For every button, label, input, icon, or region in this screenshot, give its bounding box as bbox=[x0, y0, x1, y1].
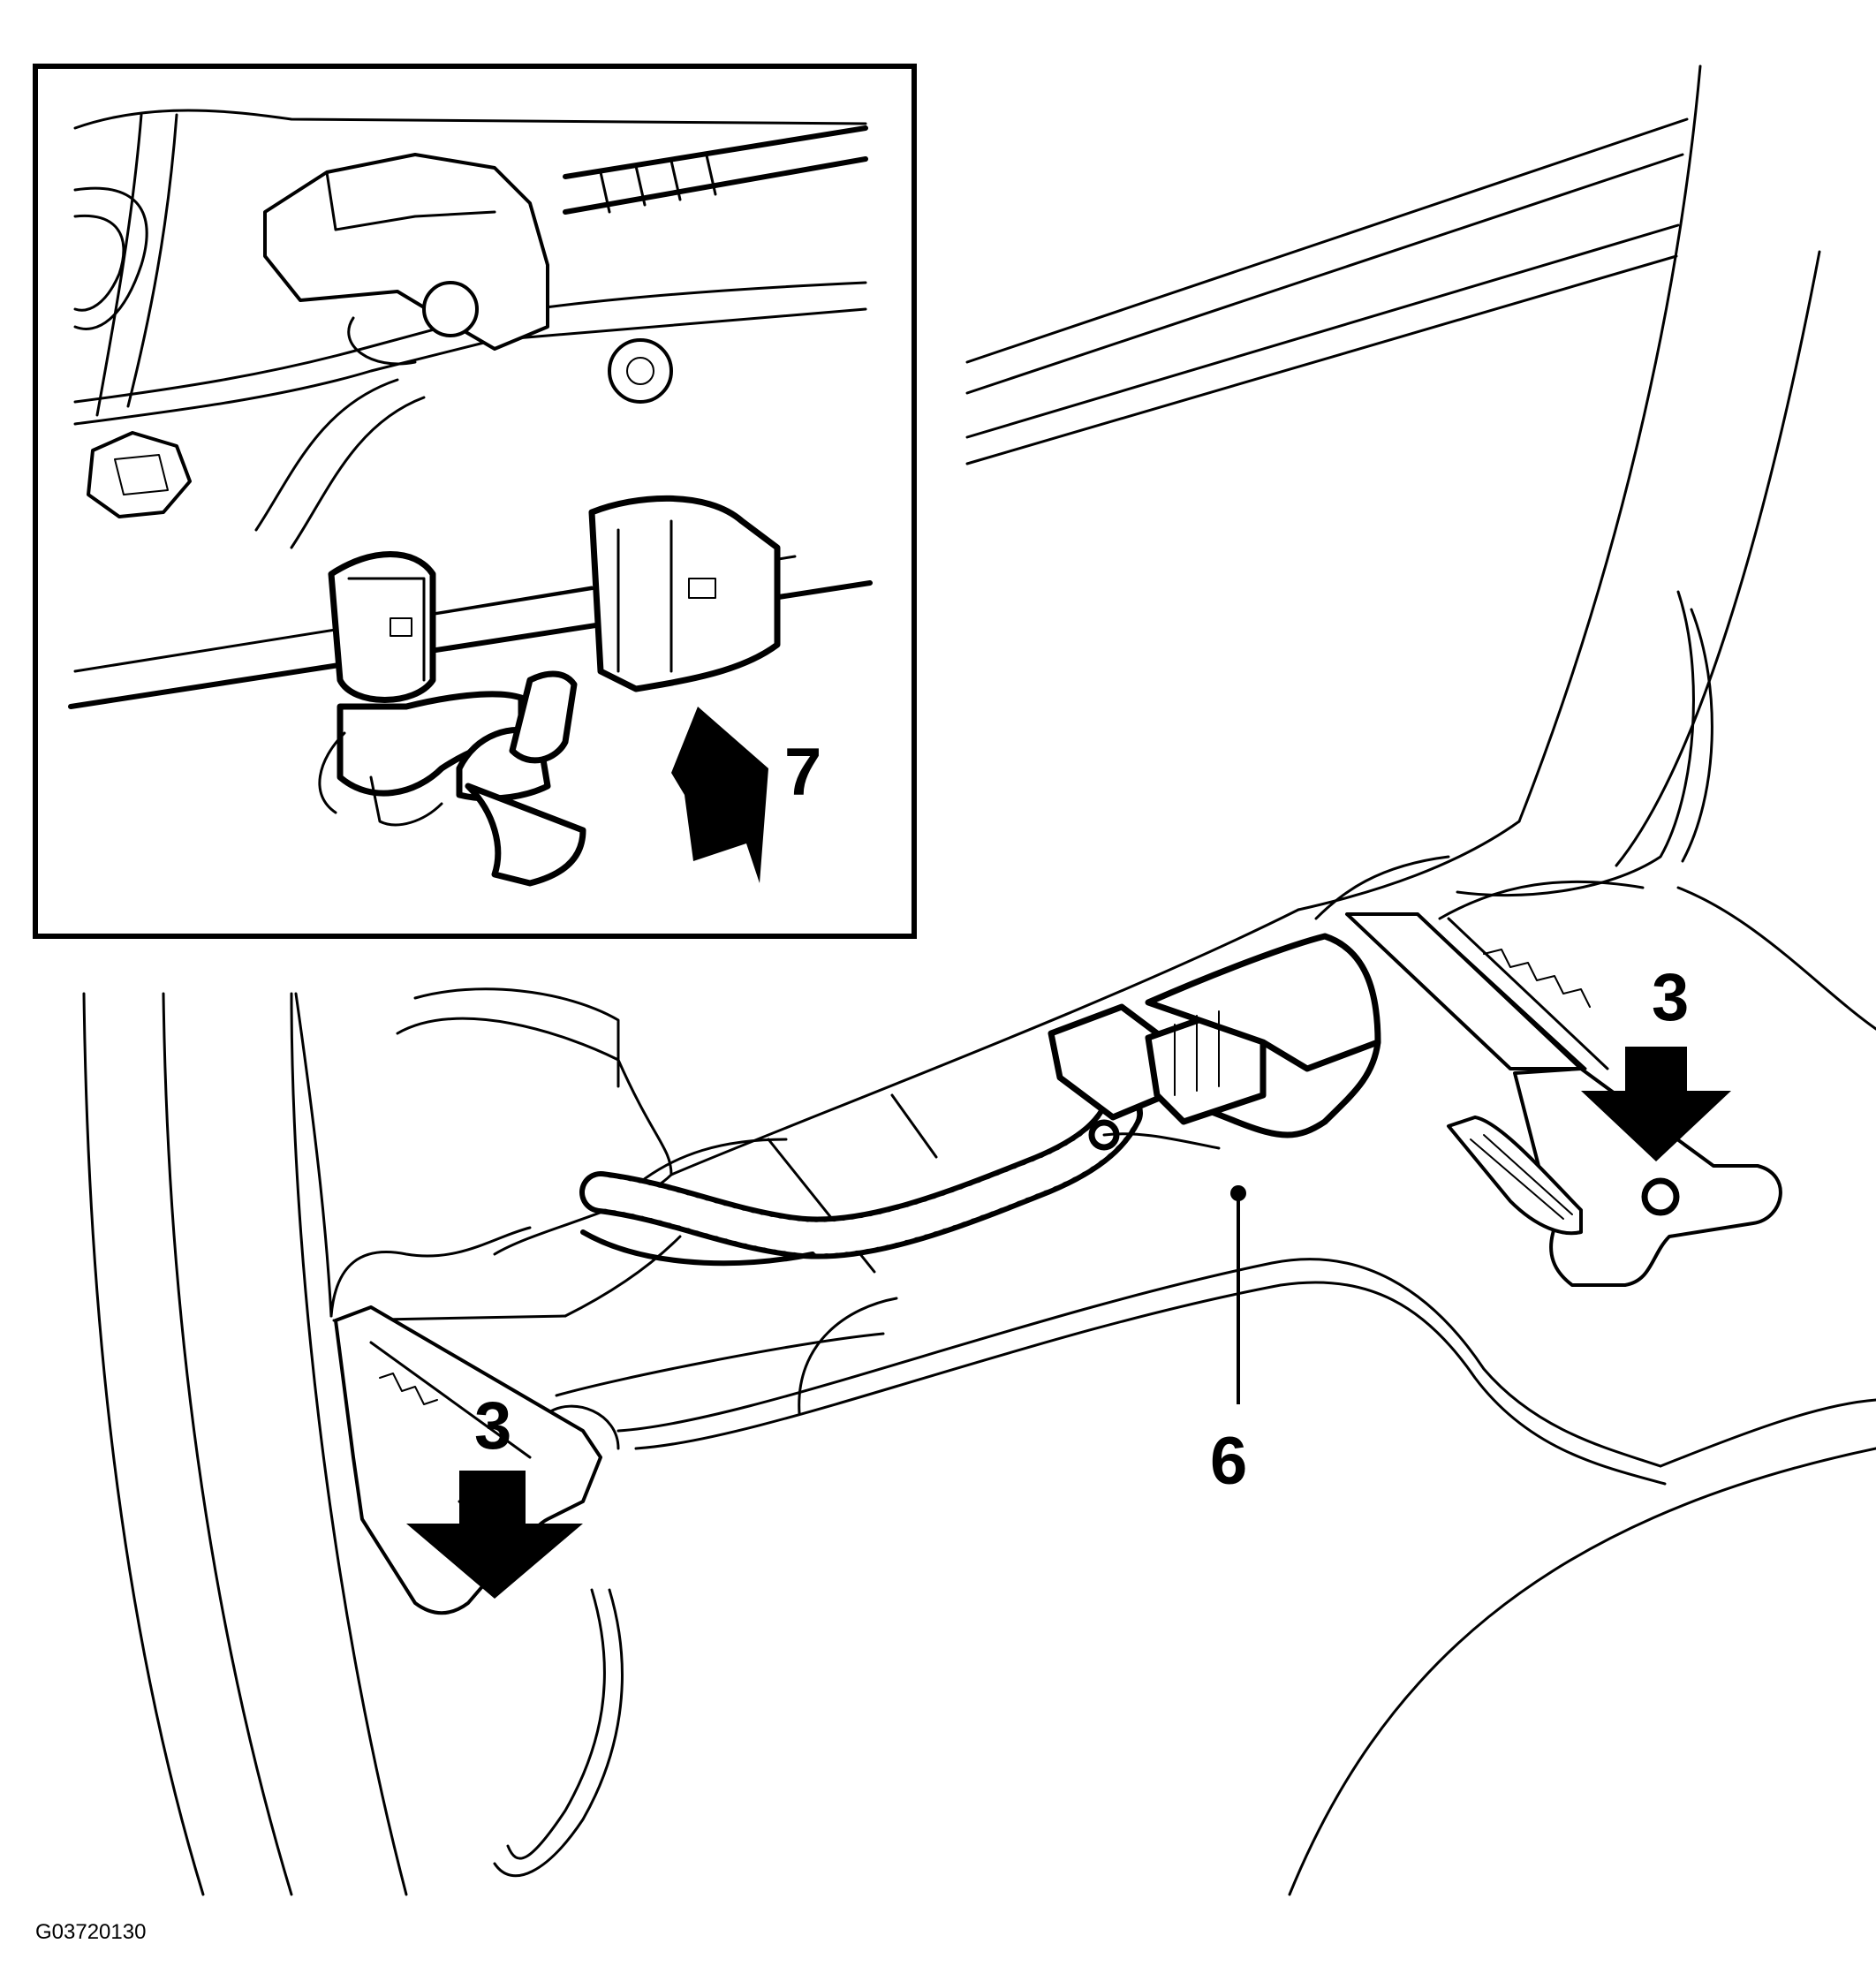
callout-7: 7 bbox=[784, 735, 821, 810]
arrow-down-left bbox=[406, 1471, 583, 1599]
callout-6-leader bbox=[1230, 1185, 1246, 1404]
wiring-harness bbox=[579, 933, 1381, 1415]
main-scene bbox=[82, 64, 1876, 1896]
floor-contours bbox=[493, 886, 1876, 1896]
callout-3-right: 3 bbox=[1652, 960, 1689, 1035]
inset-detail bbox=[33, 64, 917, 939]
callout-6: 6 bbox=[1210, 1424, 1247, 1499]
seat-cushion bbox=[294, 908, 1300, 1322]
door-sill-lines bbox=[82, 992, 408, 1896]
inset-mechanism bbox=[68, 109, 873, 887]
right-seat-rail bbox=[1345, 912, 1782, 1287]
seat-side-fabric bbox=[1314, 590, 1713, 920]
arrow-clip-release bbox=[671, 707, 768, 883]
callout-3-left: 3 bbox=[474, 1388, 511, 1463]
arrow-down-right bbox=[1581, 1047, 1731, 1161]
figure-id-label: G03720130 bbox=[35, 1920, 146, 1944]
seat-back bbox=[965, 64, 1821, 911]
